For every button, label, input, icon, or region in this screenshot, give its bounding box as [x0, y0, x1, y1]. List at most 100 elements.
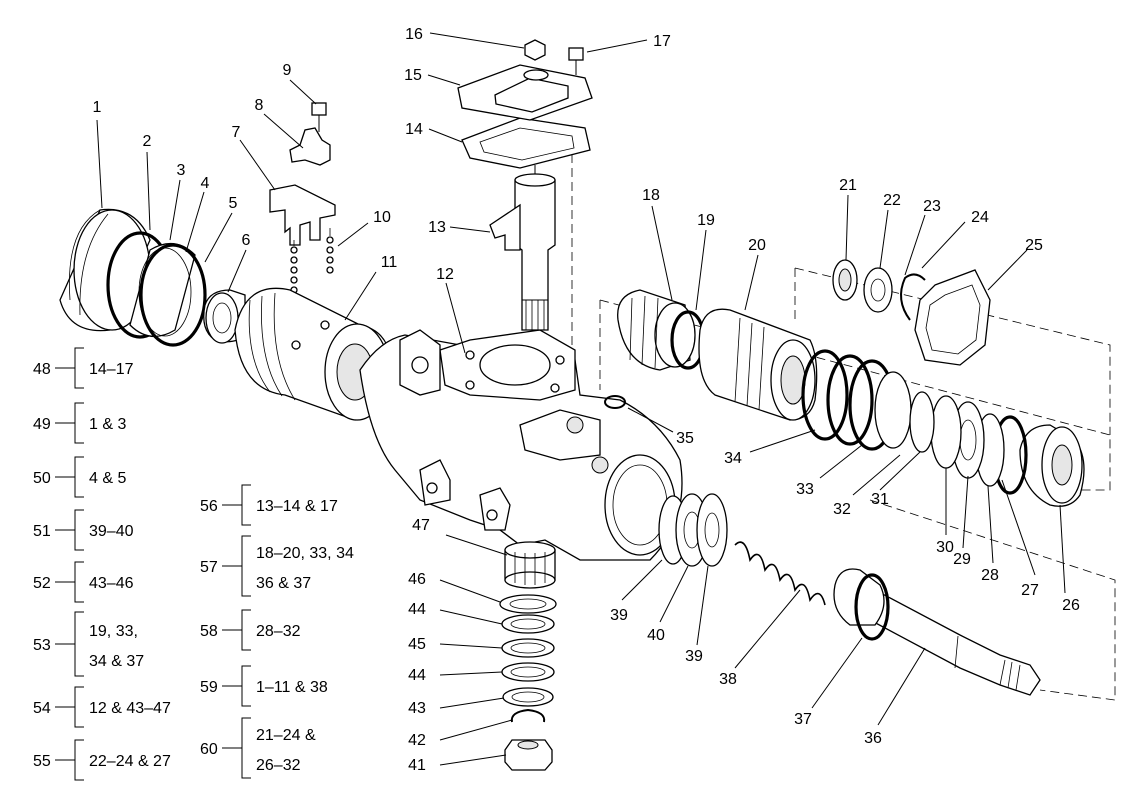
- part-9-screw: [311, 102, 327, 132]
- callout-43: 43: [408, 700, 426, 717]
- drawing: [55, 32, 1116, 781]
- callout-36: 36: [864, 730, 882, 747]
- callout-26: 26: [1062, 597, 1080, 614]
- kit-54-line-1: 12 & 43–47: [89, 700, 171, 717]
- part-8-clip: [289, 127, 331, 166]
- kit-60-line-1: 21–24 &: [256, 727, 316, 744]
- callout-34: 34: [724, 450, 742, 467]
- part-44-washer-upper: [501, 614, 555, 634]
- part-38-spring: [734, 541, 826, 606]
- part-1-sleeve: [59, 208, 151, 332]
- callout-2: 2: [143, 133, 152, 150]
- callout-41: 41: [408, 757, 426, 774]
- callout-39-lower: 39: [610, 607, 628, 624]
- part-21-bearing: [832, 259, 858, 301]
- part-45-seal: [501, 638, 555, 658]
- part-42-retaining-ring: [510, 708, 546, 723]
- kit-56-number: 56: [200, 498, 218, 515]
- callout-33: 33: [796, 481, 814, 498]
- callout-44-upper: 44: [408, 601, 426, 618]
- part-34-ring: [801, 349, 849, 441]
- callout-23: 23: [923, 198, 941, 215]
- callout-47: 47: [412, 517, 430, 534]
- part-20-valve-body: [698, 308, 818, 421]
- kit-52-number: 52: [33, 575, 51, 592]
- part-37-ring: [854, 573, 890, 641]
- callout-labels: 1 2 3 4 5 6 7 8 9 10 11 12 13 14 15 16 1…: [93, 26, 1080, 774]
- callout-46: 46: [408, 571, 426, 588]
- part-24-snap-ring: [900, 273, 926, 321]
- callout-25: 25: [1025, 237, 1043, 254]
- callout-17: 17: [653, 33, 671, 50]
- kit-60-line-2: 26–32: [256, 757, 301, 774]
- part-17-bolt: [568, 47, 584, 75]
- callout-5: 5: [229, 195, 238, 212]
- kit-58-line-1: 28–32: [256, 623, 301, 640]
- callout-1: 1: [93, 99, 102, 116]
- part-31-spacer: [909, 391, 935, 453]
- part-5-ring: [139, 243, 207, 347]
- kit-60-number: 60: [200, 741, 218, 758]
- callout-38: 38: [719, 671, 737, 688]
- kit-53-number: 53: [33, 637, 51, 654]
- kit-49-number: 49: [33, 416, 51, 433]
- kit-57-number: 57: [200, 559, 218, 576]
- callout-42: 42: [408, 732, 426, 749]
- part-18-bearing: [617, 289, 696, 371]
- callout-22: 22: [883, 192, 901, 209]
- callout-30: 30: [936, 539, 954, 556]
- callout-37: 37: [794, 711, 812, 728]
- callout-14: 14: [405, 121, 423, 138]
- part-47-needle-bearing: [504, 541, 556, 589]
- kit-58-number: 58: [200, 623, 218, 640]
- callout-7: 7: [232, 124, 241, 141]
- kit-53-line-2: 34 & 37: [89, 653, 144, 670]
- callout-32: 32: [833, 501, 851, 518]
- part-44-washer-lower: [501, 662, 555, 682]
- kit-legend: 48 14–17 49 1 & 3 50 4 & 5 51 39–40 52 4…: [33, 361, 354, 774]
- kit-48-line-1: 14–17: [89, 361, 134, 378]
- kit-57-line-2: 36 & 37: [256, 575, 311, 592]
- callout-8: 8: [255, 97, 264, 114]
- kit-59-number: 59: [200, 679, 218, 696]
- part-30-race: [930, 395, 962, 469]
- kit-54-number: 54: [33, 700, 51, 717]
- callout-11: 11: [381, 254, 398, 271]
- callout-24: 24: [971, 209, 989, 226]
- part-33-ring: [826, 354, 874, 446]
- callout-15: 15: [404, 67, 422, 84]
- callout-9: 9: [283, 62, 292, 79]
- callout-29: 29: [953, 551, 971, 568]
- part-41-nut: [504, 739, 553, 771]
- callout-19: 19: [697, 212, 715, 229]
- leader-lines: [96, 32, 1066, 766]
- kit-51-line-1: 39–40: [89, 523, 134, 540]
- callout-4: 4: [201, 175, 210, 192]
- part-36-worm-shaft: [833, 568, 1041, 696]
- kit-53-line-1: 19, 33,: [89, 623, 138, 640]
- callout-3: 3: [177, 162, 186, 179]
- kit-51-number: 51: [33, 523, 51, 540]
- callout-27: 27: [1021, 582, 1039, 599]
- part-13-sector-shaft: [489, 165, 556, 331]
- part-7-retainer: [269, 184, 336, 246]
- callout-28: 28: [981, 567, 999, 584]
- callout-13: 13: [428, 219, 446, 236]
- kit-59-line-1: 1–11 & 38: [256, 679, 328, 696]
- callout-44-lower: 44: [408, 667, 426, 684]
- part-11-piston: [234, 287, 392, 421]
- kit-56-line-1: 13–14 & 17: [256, 498, 338, 515]
- part-12-housing: [359, 329, 683, 561]
- kit-57-line-1: 18–20, 33, 34: [256, 545, 354, 562]
- part-46-seal: [499, 594, 557, 614]
- kit-55-line-1: 22–24 & 27: [89, 753, 171, 770]
- callout-45: 45: [408, 636, 426, 653]
- callout-10: 10: [373, 209, 391, 226]
- callout-12: 12: [436, 266, 454, 283]
- callout-18: 18: [642, 187, 660, 204]
- callout-21: 21: [839, 177, 857, 194]
- part-43-washer: [502, 687, 554, 707]
- callout-39-upper: 39: [685, 648, 703, 665]
- callout-35: 35: [676, 430, 694, 447]
